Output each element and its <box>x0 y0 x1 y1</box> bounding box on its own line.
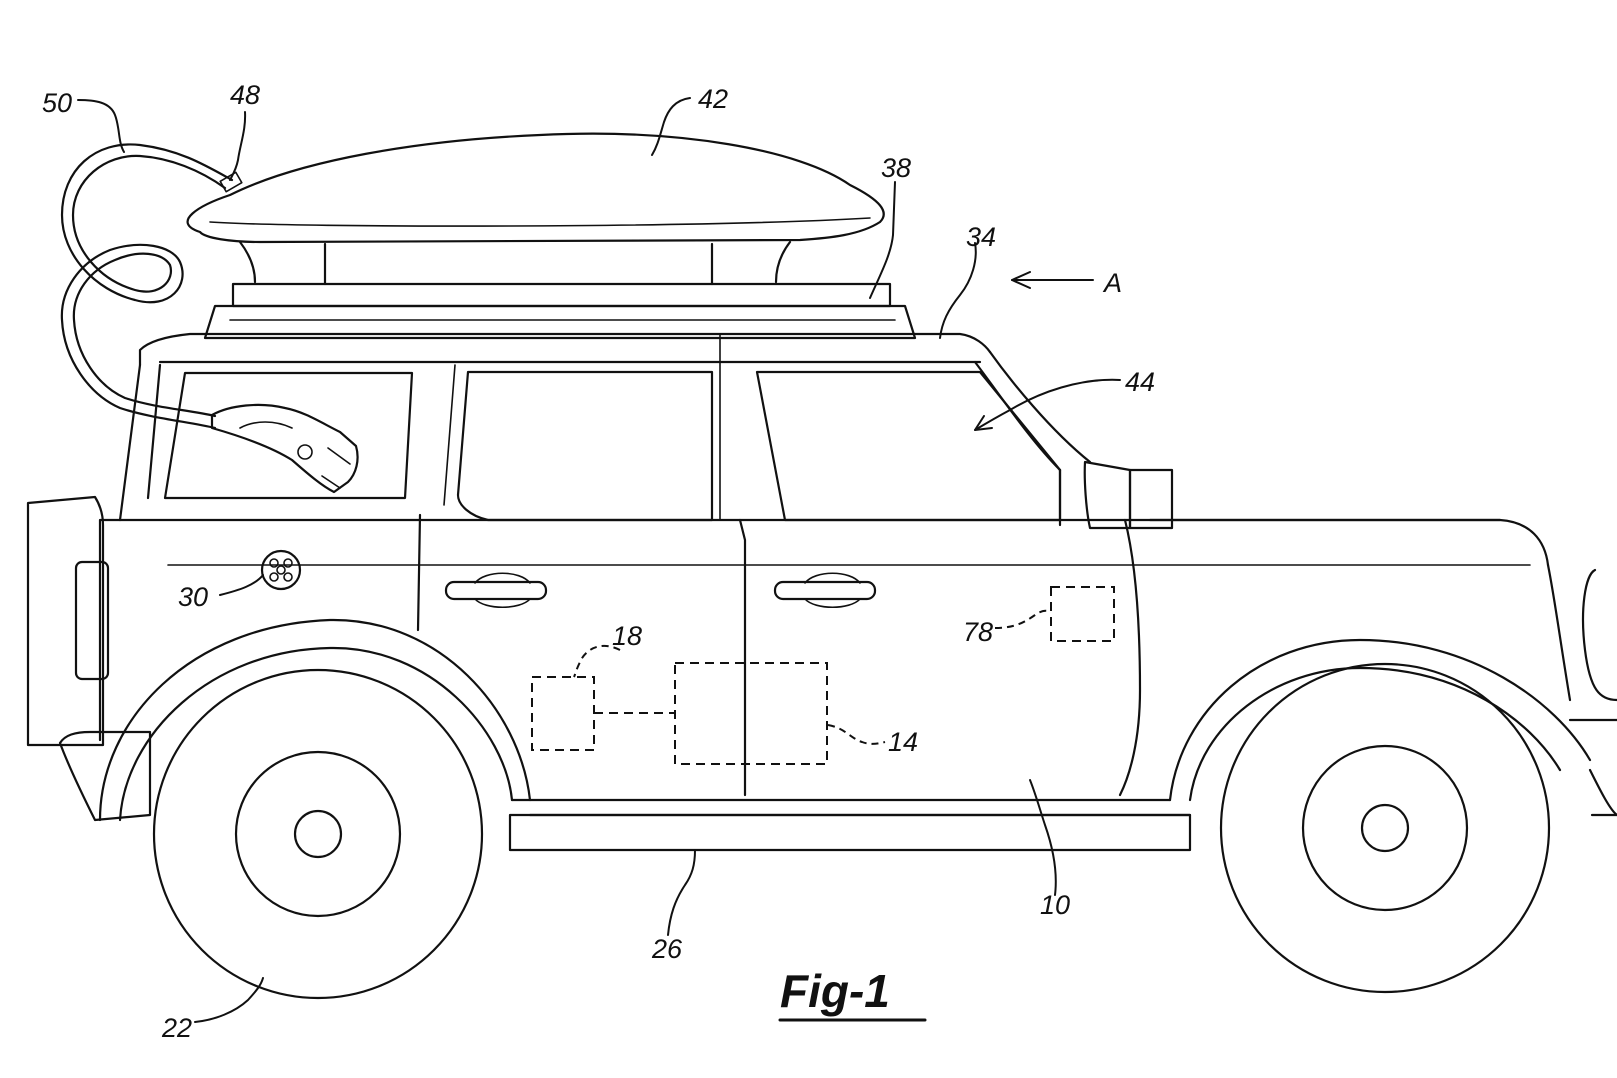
ref-38: 38 <box>881 153 911 183</box>
ref-78: 78 <box>963 617 993 647</box>
charge-handle <box>210 403 359 494</box>
ref-42: 42 <box>698 84 728 114</box>
module-14-box <box>674 662 828 765</box>
charge-port <box>260 549 302 591</box>
ref-50: 50 <box>42 88 72 118</box>
ref-48: 48 <box>230 80 260 110</box>
ref-26: 26 <box>651 934 683 964</box>
ref-10: 10 <box>1040 890 1070 920</box>
ref-22: 22 <box>161 1013 192 1043</box>
module-78-box <box>1050 586 1115 642</box>
leader-lines <box>77 97 1121 1023</box>
ref-14: 14 <box>888 727 918 757</box>
ref-a: A <box>1102 268 1122 298</box>
roof-rack <box>203 282 917 340</box>
ref-30: 30 <box>178 582 208 612</box>
figure-caption: Fig-1 <box>780 965 890 1017</box>
charge-cord <box>60 143 243 430</box>
roof-cargo-box <box>186 132 885 286</box>
vehicle-body <box>26 332 1617 852</box>
ref-18: 18 <box>612 621 642 651</box>
front-wheel <box>1219 662 1551 994</box>
ref-44: 44 <box>1125 367 1155 397</box>
module-18-box <box>531 676 595 751</box>
rear-wheel <box>152 668 484 1000</box>
ref-34: 34 <box>966 222 996 252</box>
